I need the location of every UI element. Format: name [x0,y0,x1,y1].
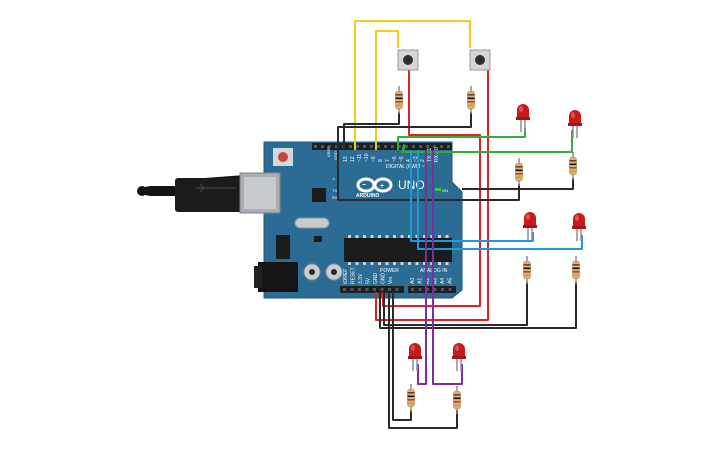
rx-label: RX [332,195,338,200]
gnd-label: GND [333,151,338,160]
l-label: L [333,176,336,181]
wire-green-led2 [401,130,573,153]
resistor [572,256,580,284]
power-pin-label: RESET [351,267,357,284]
digital-pin-label: 2 [420,159,426,162]
digital-pin-label: ~11 [357,154,363,162]
analog-pin-label: A4 [440,278,446,284]
digital-pin-label: ~5 [399,156,405,162]
arduino-board: − + UNO ARDUINO DIGITAL (PWM ~) POWER AN… [239,141,463,299]
analog-pin-label: A3 [433,278,439,284]
led-red [516,104,530,132]
wire-black-led-mid [383,282,528,326]
resistor [395,86,403,114]
wire-black-led-top [490,184,520,201]
analog-pin-label: A0 [410,278,416,284]
digital-pin-label: 13 [343,156,349,162]
digital-section-label: DIGITAL (PWM ~) [386,164,426,170]
power-pin-label: 5V [366,277,372,284]
led-red [568,110,582,138]
aref-label: AREF [326,146,331,157]
digital-header[interactable] [312,143,452,150]
led-red [452,343,466,371]
resistor [453,386,461,414]
power-pin-label: 3.3V [358,273,364,284]
digital-pin-label: TX→1 [427,148,433,162]
usb-symbol-icon [196,183,236,193]
resistor [515,158,523,186]
wire-black-led-top2 [462,178,574,190]
wire-black-led-bottom2 [388,292,458,429]
wire-black-button-resistor2 [337,112,490,201]
wire-blue-led3 [410,150,534,242]
wire-black-led-bottom [392,292,412,421]
led-red [572,213,586,241]
wire-blue-led4 [417,150,583,250]
power-pin-label: GND [373,273,379,285]
resistors [395,86,580,414]
wire-purple-led5 [417,150,427,385]
power-section-label: POWER [380,268,399,274]
wire-black-led-mid2 [379,282,577,329]
led-red [408,343,422,371]
analog-pin-label: A2 [425,278,431,284]
bottom-header-holes [343,288,452,291]
resistor [523,256,531,284]
usb-cable [137,175,245,212]
power-pin-label: GND [381,273,387,285]
leds [408,104,586,371]
digital-pin-label: ~9 [371,156,377,162]
wires [337,20,583,429]
pushbutton-2[interactable] [469,49,491,71]
dc-power-jack [258,262,298,292]
wire-yellow-button1 [354,20,471,150]
analog-pin-label: A5 [448,278,454,284]
digital-pin-label: ~10 [364,153,370,162]
crystal-oscillator [294,217,330,229]
power-header[interactable] [340,286,404,293]
digital-header-holes [314,145,450,148]
on-led-label: ON [442,188,448,193]
resistor [467,86,475,114]
digital-pin-label: 4 [406,159,412,162]
wire-black-button-resistor1 [343,112,400,150]
digital-pin-label: ~3 [413,156,419,162]
power-pin-label: IOREF [343,269,349,284]
chip-pins [348,235,449,265]
wire-yellow-button2 [375,30,399,150]
led-red [523,212,537,240]
svg-text:+: + [380,183,384,190]
board-brand: ARDUINO [356,193,379,199]
digital-pin-label: 8 [378,159,384,162]
power-pin-label: Vin [388,277,394,284]
digital-pin-label: 7 [385,159,391,162]
analog-pin-label: A1 [418,278,424,284]
digital-pin-label: 12 [350,156,356,162]
on-led-indicator [435,188,441,191]
digital-pin-label: RX←0 [434,147,440,162]
arduino-logo: − + [356,177,393,193]
wire-purple-led6 [432,150,463,385]
digital-pin-label: ~6 [392,156,398,162]
resistor [407,384,415,412]
wire-green-led1 [397,128,526,150]
resistor [569,152,577,180]
tx-label: TX [332,188,337,193]
pushbutton-1[interactable] [397,49,419,71]
svg-text:−: − [362,182,366,189]
